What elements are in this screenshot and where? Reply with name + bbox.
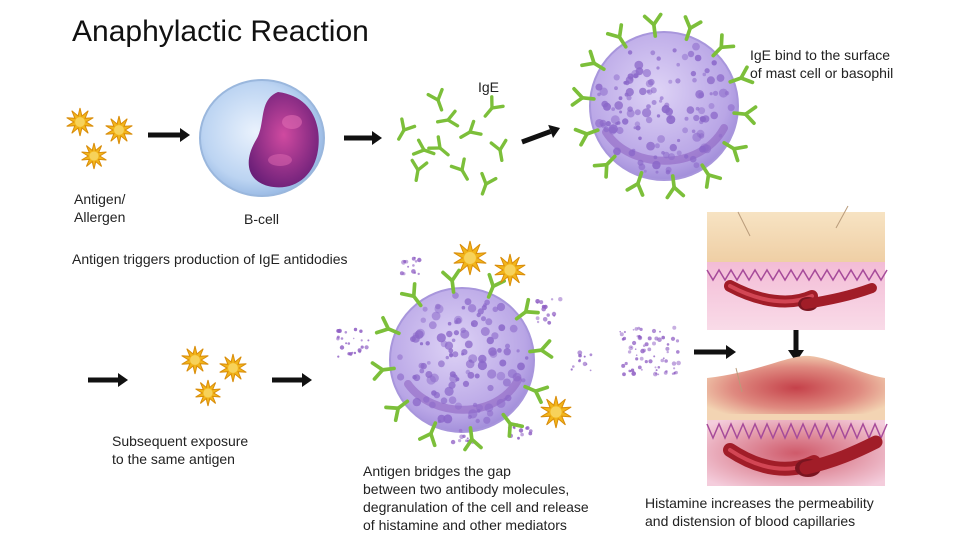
- arrow-right-icon: [344, 131, 382, 145]
- antibody-icon: [397, 117, 417, 141]
- b-cell-label: B-cell: [244, 211, 280, 227]
- arrow-right-icon: [272, 373, 312, 387]
- antibody-icon: [435, 109, 460, 128]
- subsequent-exposure-label: Subsequent exposure to the same antigen: [112, 432, 248, 468]
- antibody-icon: [374, 316, 401, 336]
- arrow-right-icon: [694, 345, 736, 359]
- antibody-icon: [449, 157, 469, 181]
- bridge-line-4: of histamine and other mediators: [363, 517, 567, 533]
- antibody-icon: [384, 399, 410, 423]
- ige-bind-label: IgE bind to the surface of mast cell or …: [750, 46, 893, 82]
- bridge-line-3: degranulation of the cell and release: [363, 499, 589, 515]
- antibody-icon: [605, 23, 628, 49]
- antibody-icon: [580, 49, 606, 72]
- antibody-icon: [570, 87, 596, 107]
- antigen-icon: [66, 107, 94, 137]
- granules: [397, 42, 735, 424]
- antibody-icon: [700, 163, 723, 189]
- antibody-icon: [399, 282, 423, 308]
- antigen-icon: [105, 115, 133, 145]
- ige-bind-line-1: IgE bind to the surface: [750, 47, 891, 63]
- bridge-label: Antigen bridges the gap between two anti…: [363, 462, 589, 534]
- antibody-icon: [573, 127, 600, 147]
- antigen-label-line-1: Antigen/: [74, 191, 126, 207]
- antibody-icon: [418, 421, 438, 448]
- antigen-icons: [66, 107, 572, 429]
- mast-cell-degranulating-icon: [389, 287, 535, 433]
- ige-antibody-icons: [370, 12, 758, 452]
- antibody-icon: [514, 297, 540, 321]
- histamine-line-1: Histamine increases the permeability: [645, 495, 874, 511]
- antibody-icon: [625, 170, 645, 197]
- antibody-icon: [642, 12, 663, 38]
- antibody-icon: [711, 33, 736, 58]
- bridge-line-2: between two antibody molecules,: [363, 481, 570, 497]
- antigen-icon: [494, 253, 526, 287]
- histamine-line-2: and distension of blood capillaries: [645, 513, 856, 529]
- antibody-icon: [459, 119, 483, 139]
- bridge-line-1: Antigen bridges the gap: [363, 463, 511, 479]
- antibody-icon: [370, 361, 396, 381]
- antibody-icon: [728, 65, 755, 85]
- subsequent-line-1: Subsequent exposure: [112, 433, 249, 449]
- ige-label: IgE: [478, 79, 500, 95]
- antibody-icon: [480, 171, 498, 196]
- antibody-icon: [426, 87, 444, 112]
- antigen-icon: [540, 395, 572, 429]
- antibody-icon: [528, 339, 554, 359]
- antigen-label: Antigen/ Allergen: [74, 190, 125, 226]
- antigen-icon: [181, 345, 209, 375]
- antibody-icon: [427, 135, 450, 157]
- antibody-icon: [523, 384, 550, 404]
- antibody-icon: [489, 138, 508, 163]
- antibody-icon: [592, 154, 617, 179]
- antibody-icon: [483, 95, 505, 118]
- antibody-icon: [411, 138, 436, 156]
- histamine-label: Histamine increases the permeability and…: [645, 494, 874, 530]
- skin-normal-icon: [706, 205, 888, 330]
- ige-bind-line-2: of mast cell or basophil: [750, 65, 894, 81]
- antibody-icon: [683, 15, 703, 42]
- subsequent-line-2: to the same antigen: [112, 451, 235, 467]
- arrow-right-icon: [521, 124, 560, 145]
- antibody-icon: [501, 412, 525, 438]
- antigen-icon: [81, 142, 107, 170]
- antibody-icon: [410, 158, 429, 183]
- skin-inflamed-icon: [706, 355, 888, 486]
- arrow-down-icon: [788, 330, 804, 362]
- b-cell-icon: [199, 79, 325, 197]
- antigen-label-line-2: Allergen: [74, 209, 126, 225]
- antigen-icon: [195, 379, 221, 407]
- arrow-right-icon: [88, 373, 128, 387]
- arrow-right-icon: [148, 128, 190, 142]
- antigen-icon: [219, 353, 247, 383]
- antibody-icon: [722, 140, 748, 163]
- process-arrows: [88, 124, 804, 387]
- diagram-title: Anaphylactic Reaction: [72, 15, 369, 48]
- antibody-icon: [665, 174, 686, 200]
- antibody-icon: [441, 268, 461, 294]
- antibody-icon: [732, 105, 758, 125]
- antibody-icon: [463, 426, 483, 452]
- trigger-label: Antigen triggers production of IgE antid…: [72, 251, 348, 267]
- antigen-icon: [453, 240, 487, 276]
